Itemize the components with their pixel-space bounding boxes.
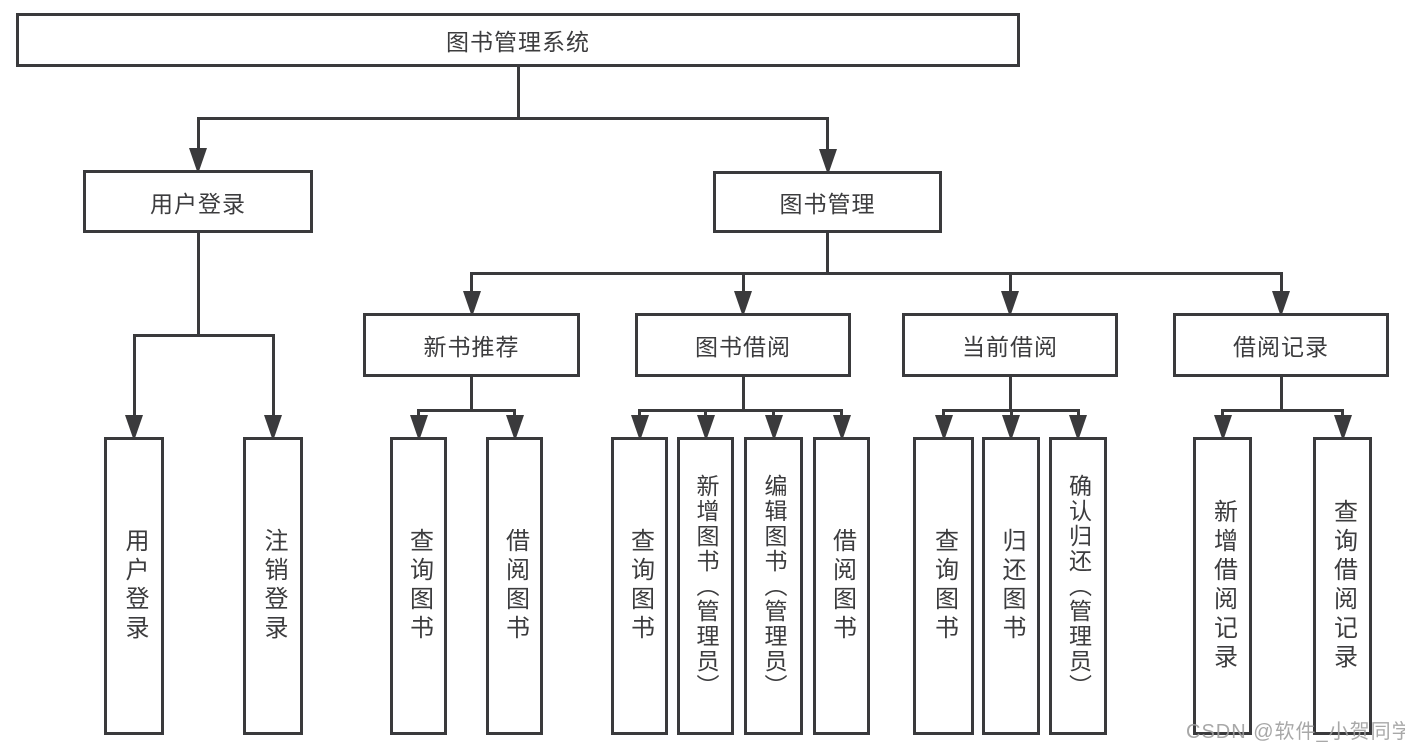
node-label: 新增借阅记录 — [1209, 499, 1237, 673]
connector-drop-line — [741, 273, 745, 291]
node-logout-leaf: 注销登录 — [243, 437, 303, 735]
connector-trunk-line — [470, 375, 473, 412]
node-label: 当前借阅 — [962, 334, 1058, 360]
connector-drop-line — [132, 335, 136, 415]
arrow-down-icon — [1272, 291, 1290, 317]
node-bb-edit: 编辑图书（管理员） — [744, 437, 803, 735]
node-login-leaf: 用户登录 — [104, 437, 164, 735]
node-label: 查询借阅记录 — [1329, 499, 1357, 673]
arrow-down-icon — [462, 291, 481, 317]
node-label: 图书管理系统 — [446, 29, 590, 55]
connector-drop-line — [417, 410, 420, 415]
connector-splitter-line — [417, 408, 516, 412]
connector-splitter-line — [1221, 408, 1344, 412]
arrow-down-icon — [832, 415, 851, 441]
connector-drop-line — [826, 118, 829, 149]
connector-drop-line — [942, 410, 945, 415]
connector-splitter-line — [638, 408, 843, 412]
node-label: 查询图书 — [405, 528, 433, 644]
arrow-down-icon — [264, 415, 282, 441]
arrow-down-icon — [764, 415, 783, 441]
arrow-down-icon — [409, 415, 428, 441]
node-label: 用户登录 — [121, 528, 148, 644]
node-label: 借阅图书 — [828, 528, 856, 644]
node-root: 图书管理系统 — [16, 13, 1020, 67]
node-br-query: 查询借阅记录 — [1313, 437, 1372, 735]
connector-drop-line — [470, 273, 473, 291]
connector-splitter-line — [470, 271, 1283, 275]
arrow-down-icon — [630, 415, 649, 441]
connector-trunk-line — [826, 231, 829, 275]
arrow-down-icon — [1001, 291, 1019, 317]
csdn-watermark: CSDN @软件_小贺同学 — [1186, 721, 1405, 743]
connector-drop-line — [271, 335, 275, 415]
connector-drop-line — [1009, 410, 1013, 415]
node-label: 借阅图书 — [501, 528, 529, 644]
node-bb-borrow: 借阅图书 — [813, 437, 870, 735]
node-new-books: 新书推荐 — [363, 313, 580, 377]
node-label: 新增图书（管理员） — [693, 473, 719, 699]
node-nb-query: 查询图书 — [390, 437, 447, 735]
node-bb-add: 新增图书（管理员） — [677, 437, 734, 735]
connector-trunk-line — [196, 231, 200, 337]
arrow-down-icon — [1213, 415, 1232, 441]
node-label: 归还图书 — [998, 528, 1025, 644]
connector-drop-line — [1008, 273, 1012, 291]
node-cb-query: 查询图书 — [913, 437, 974, 735]
node-label: 借阅记录 — [1233, 334, 1329, 360]
connector-trunk-line — [1008, 375, 1012, 412]
arrow-down-icon — [934, 415, 953, 441]
node-label: 用户登录 — [150, 190, 246, 217]
arrow-down-icon — [125, 415, 143, 441]
node-bb-query: 查询图书 — [611, 437, 668, 735]
connector-drop-line — [513, 410, 516, 415]
node-book-borrow: 图书借阅 — [635, 313, 851, 377]
node-book-mgmt: 图书管理 — [713, 171, 942, 233]
arrow-down-icon — [1002, 415, 1020, 441]
node-label: 编辑图书（管理员） — [761, 473, 787, 699]
node-label: 新书推荐 — [423, 334, 520, 360]
node-label: 图书借阅 — [695, 334, 791, 360]
node-nb-borrow: 借阅图书 — [486, 437, 543, 735]
connector-drop-line — [1221, 410, 1224, 415]
connector-drop-line — [1076, 410, 1080, 415]
node-label: 确认归还（管理员） — [1065, 473, 1092, 699]
node-borrow-records: 借阅记录 — [1173, 313, 1389, 377]
arrow-down-icon — [1333, 415, 1352, 441]
node-label: 查询图书 — [930, 528, 958, 644]
arrow-down-icon — [734, 291, 752, 317]
arrow-down-icon — [818, 149, 837, 175]
connector-drop-line — [196, 118, 200, 148]
connector-splitter-line — [196, 116, 829, 120]
node-cb-return: 归还图书 — [982, 437, 1040, 735]
connector-drop-line — [1341, 410, 1344, 415]
node-cb-confirm: 确认归还（管理员） — [1049, 437, 1107, 735]
node-current-borrow: 当前借阅 — [902, 313, 1118, 377]
connector-drop-line — [840, 410, 843, 415]
connector-drop-line — [704, 410, 707, 415]
connector-splitter-line — [132, 333, 275, 337]
node-user-login: 用户登录 — [83, 170, 313, 233]
connector-trunk-line — [516, 65, 520, 120]
node-label: 查询图书 — [626, 528, 654, 644]
node-br-add: 新增借阅记录 — [1193, 437, 1252, 735]
arrow-down-icon — [505, 415, 524, 441]
node-label: 图书管理 — [779, 191, 876, 217]
connector-drop-line — [638, 410, 641, 415]
connector-drop-line — [1279, 273, 1283, 291]
arrow-down-icon — [1069, 415, 1087, 441]
arrow-down-icon — [696, 415, 715, 441]
connector-trunk-line — [1279, 375, 1283, 412]
arrow-down-icon — [189, 148, 207, 174]
connector-drop-line — [772, 410, 775, 415]
node-label: 注销登录 — [260, 528, 287, 644]
connector-trunk-line — [741, 375, 745, 412]
